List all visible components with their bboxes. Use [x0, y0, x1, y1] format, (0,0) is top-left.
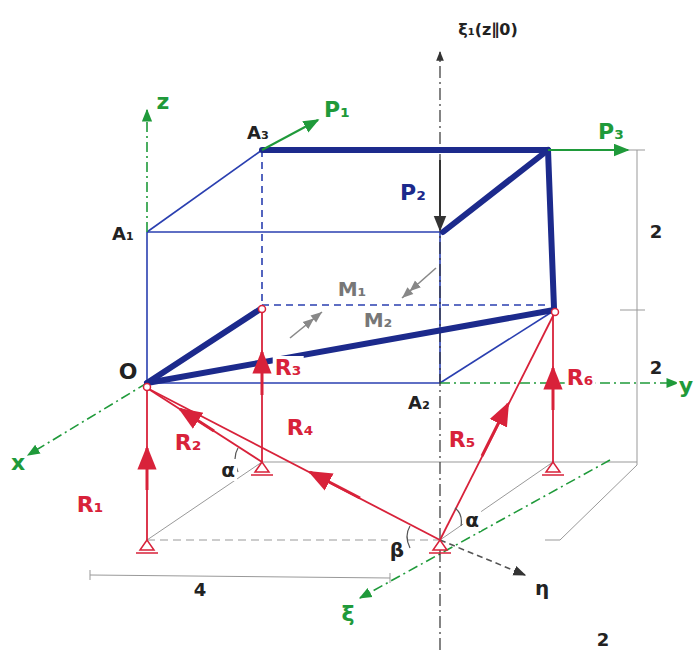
- support-struts: [147, 388, 262, 462]
- reaction-label: R₃: [273, 356, 304, 380]
- ground-lines: [637, 150, 638, 465]
- ground-lines: [90, 150, 645, 583]
- moment-vectors: [402, 268, 436, 298]
- ground-lines: [90, 575, 390, 578]
- coordinate-axes: [439, 52, 440, 650]
- support-struts: [147, 310, 555, 540]
- reaction-label: R₄: [285, 416, 316, 440]
- frame-members: [548, 150, 554, 308]
- point-label: A₁: [110, 224, 136, 244]
- ground-lines: [560, 465, 637, 540]
- force-label: P₃: [596, 120, 626, 144]
- dimension-label: 2: [648, 222, 665, 242]
- applied-forces: [439, 160, 441, 230]
- angle-arcs: [455, 508, 461, 526]
- angle-label: α: [463, 509, 481, 531]
- hinge-symbols: [251, 462, 273, 475]
- coordinate-axes: [440, 540, 525, 575]
- ground-lines: [262, 462, 637, 463]
- reaction-label: R₂: [173, 431, 204, 455]
- box-edges: [262, 304, 548, 306]
- reaction-arrows: [310, 472, 360, 498]
- axis-label: η: [533, 577, 551, 599]
- hinge-symbols: [136, 540, 158, 553]
- box-edges: [147, 150, 262, 232]
- reaction-arrows: [261, 352, 264, 395]
- reaction-arrows: [147, 352, 553, 498]
- coordinate-axes: [28, 383, 147, 455]
- applied-forces: [548, 149, 628, 151]
- moment-vectors: [290, 268, 436, 338]
- angle-label: α: [219, 459, 237, 481]
- reaction-arrows: [482, 404, 508, 456]
- coordinate-axes: [360, 460, 610, 598]
- support-struts: [552, 315, 554, 462]
- box-edges: [147, 231, 440, 233]
- hinge-symbols: [542, 462, 564, 475]
- box-edges: [146, 232, 148, 383]
- dimension-label: 4: [192, 580, 209, 600]
- frame-members: [262, 147, 548, 153]
- frame-members: [147, 150, 554, 383]
- hinge-symbols: [259, 306, 266, 313]
- moment-label: M₂: [362, 309, 395, 331]
- angle-label: β: [388, 539, 406, 561]
- ground-lines: [620, 310, 645, 311]
- frame-members: [443, 150, 548, 232]
- reaction-label: R₆: [565, 366, 596, 390]
- ground-lines: [147, 462, 262, 540]
- box-edges: [147, 150, 555, 383]
- coordinate-axes: [146, 110, 148, 232]
- axis-label: ξ: [340, 602, 357, 626]
- applied-forces: [262, 120, 628, 230]
- coordinate-axes: [440, 382, 678, 384]
- reaction-label: R₅: [447, 428, 478, 452]
- box-edges: [261, 150, 263, 305]
- ground-lines: [545, 540, 560, 541]
- reaction-arrows: [180, 409, 214, 431]
- axis-label: z: [155, 90, 172, 114]
- hinge-symbols: [552, 309, 559, 316]
- hinge-symbols: [429, 540, 451, 553]
- axis-label: ξ₁(z∥0): [456, 21, 520, 39]
- ground-lines: [90, 570, 91, 580]
- axis-label: x: [9, 451, 27, 475]
- support-struts: [147, 388, 440, 540]
- dimension-label: 2: [595, 630, 612, 650]
- point-label: O: [117, 360, 140, 384]
- axis-label: y: [677, 374, 695, 398]
- force-label: P₁: [322, 98, 352, 122]
- support-struts: [261, 310, 263, 462]
- dimension-label: 2: [648, 358, 665, 378]
- moment-label: M₁: [336, 278, 369, 300]
- hinge-symbols: [136, 306, 564, 554]
- box-edges: [147, 382, 440, 384]
- angle-arcs: [235, 448, 461, 548]
- force-label: P₂: [398, 181, 428, 205]
- reaction-arrows: [146, 448, 149, 490]
- point-label: A₃: [245, 123, 271, 143]
- support-struts: [146, 388, 148, 540]
- coordinate-axes: [28, 52, 678, 650]
- ground-lines: [390, 573, 391, 583]
- support-struts: [440, 312, 555, 540]
- frame-members: [147, 308, 262, 383]
- angle-arcs: [407, 526, 410, 548]
- moment-vectors: [290, 312, 322, 338]
- reaction-label: R₁: [75, 493, 106, 517]
- hinge-symbols: [144, 384, 151, 391]
- reaction-arrows: [552, 368, 555, 410]
- point-label: A₂: [406, 393, 432, 413]
